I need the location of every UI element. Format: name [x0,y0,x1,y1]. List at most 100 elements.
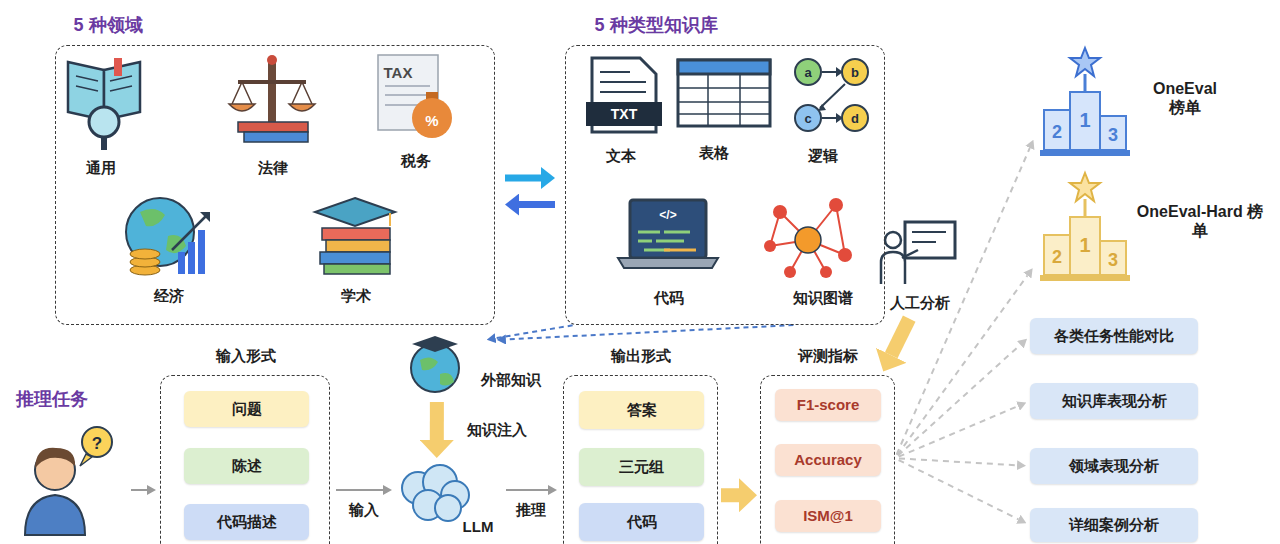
node-letter: c [804,112,811,125]
box-label: 问题 [232,400,262,418]
box-label: F1-score [797,396,860,414]
flow-arrow [430,402,444,440]
flow-arrow [336,489,383,491]
flow-arrow [505,175,541,182]
rank-number: 2 [1052,123,1062,141]
icon-text: TAX [384,65,413,80]
output-box: 答案 [579,391,704,429]
item-label: OneEval-Hard 榜单 [1135,202,1265,240]
item-label: 法律 [258,159,288,177]
laptop-icon [618,200,718,268]
output-panel: 输出形式答案三元组代码 [563,375,718,544]
input-box: 陈述 [184,448,309,484]
item-label: 逻辑 [808,147,838,165]
item-label: 通用 [86,159,116,177]
podium-hard-icon [1040,173,1130,281]
box-label: 答案 [627,401,657,419]
item-label: 人工分析 [890,294,950,312]
item-label: OneEval 榜单 [1144,79,1226,117]
node-letter: d [851,112,859,125]
podium-icon [1040,48,1130,156]
icon-text: TXT [611,107,637,121]
box-label: 知识库表现分析 [1062,392,1167,410]
dashed-arrow [899,406,1018,457]
input-box: 代码描述 [184,504,309,540]
panel-heading: 输入形式 [216,347,276,365]
box-label: 陈述 [232,457,262,475]
item-label: 经济 [154,287,184,305]
economy-icon [126,198,210,275]
book-icon [68,58,140,150]
item-label: 代码 [654,289,684,307]
flow-arrow [506,489,548,491]
question-mark: ? [92,435,102,452]
brain-icon [402,465,469,521]
item-label: 知识图谱 [793,289,853,307]
dashed-arrow [899,460,1019,519]
icon-symbol: % [425,113,438,128]
dashed-arrow [506,325,794,339]
academic-icon [315,198,395,274]
input-box: 问题 [184,391,309,427]
output-box: 代码 [579,503,704,541]
metric-box: Accuracy [775,444,881,476]
analysis-box: 领域表现分析 [1030,448,1198,484]
dashed-arrow [496,325,573,338]
panel-heading: 评测指标 [798,347,858,365]
analysis-box: 知识库表现分析 [1030,383,1198,419]
leaderboard-icon: OneEval 榜单 [1035,40,1255,160]
rank-number: 1 [1079,110,1090,130]
person-icon [25,427,112,535]
item-label: 学术 [341,287,371,305]
panel-heading: 输出形式 [611,347,671,365]
output-box: 三元组 [579,448,704,486]
box-label: 详细案例分析 [1069,516,1159,534]
dashed-arrow [898,345,1020,456]
table-icon [678,60,770,126]
globe-icon [411,336,459,392]
box-label: ISM@1 [803,507,853,525]
box-label: Accuracy [794,451,862,469]
flow-arrow [721,488,739,502]
rank-number: 1 [1079,235,1090,255]
rank-number: 2 [1052,248,1062,266]
panel-heading: 5 种领域 [73,15,142,37]
analysis-box: 详细案例分析 [1030,508,1198,542]
node-letter: a [804,66,811,79]
edge-label: 输入 [347,501,381,520]
knowledge-graph-icon [764,198,852,278]
edge-label: 推理 [514,501,548,520]
analyst-icon: 人工分析 [875,215,965,315]
task-user-icon: 推理任务 [12,385,127,540]
rank-number: 3 [1108,251,1118,269]
item-label: 外部知识 [481,371,541,389]
analysis-box: 各类任务性能对比 [1030,318,1198,354]
item-label: 税务 [401,152,431,170]
llm-icon: LLM [398,462,500,538]
input-panel: 输入形式问题陈述代码描述 [160,375,330,544]
metric-box: F1-score [775,389,881,421]
flow-arrow [519,201,555,208]
knowledge-base-panel: 5 种类型知识库文本表格逻辑代码知识图谱 [565,45,885,325]
rank-number: 3 [1108,126,1118,144]
domain-panel: 5 种领域通用法律税务经济学术 [55,45,495,325]
logic-icon [795,59,868,131]
flow-arrow [131,489,147,491]
external-knowledge-icon: 外部知识 [405,340,550,398]
dashed-arrow [899,458,1017,465]
item-label: 文本 [606,147,636,165]
flow-arrow [891,319,909,356]
text-file-icon [586,58,662,132]
box-label: 领域表现分析 [1069,457,1159,475]
edge-label: 知识注入 [465,421,529,440]
box-label: 各类任务性能对比 [1054,327,1174,345]
metric-box: ISM@1 [775,500,881,532]
item-label: 推理任务 [16,389,88,411]
box-label: 三元组 [619,458,664,476]
item-label: LLM [463,518,494,536]
node-letter: b [851,66,859,79]
teacher-icon [881,222,955,284]
box-label: 代码 [627,513,657,531]
